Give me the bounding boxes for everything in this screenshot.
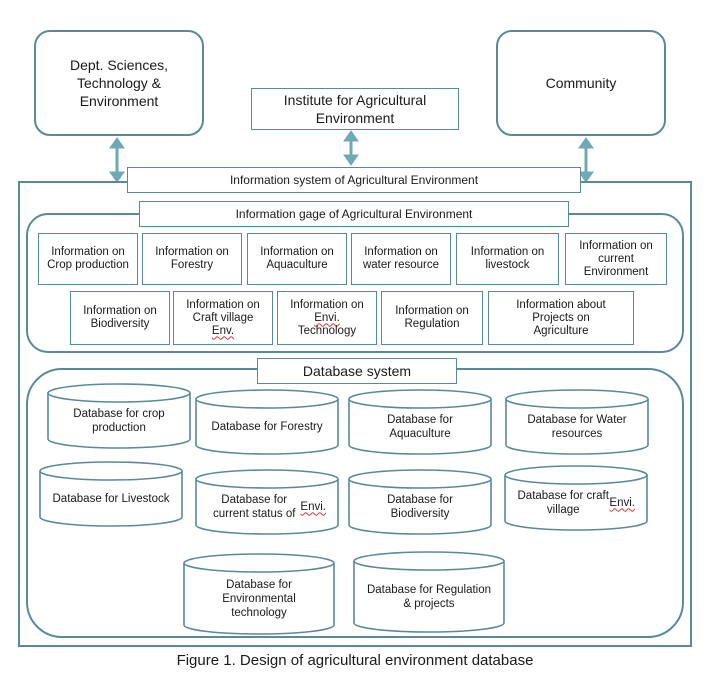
db-current-status-envi-word: Envi. — [300, 500, 326, 513]
db-crop-production-label: Database for crop production — [48, 402, 190, 439]
info-livestock: Information on livestock — [456, 233, 559, 285]
db-forestry-shape — [195, 389, 339, 455]
db-biodiversity-text: Database for Biodiversity — [387, 493, 453, 520]
info-forestry: Information on Forestry — [142, 233, 242, 285]
db-environmental-technology-top — [183, 553, 335, 573]
institute-arrow — [343, 130, 359, 166]
db-current-status-top — [195, 469, 339, 489]
db-aquaculture-body — [348, 399, 492, 455]
db-aquaculture-shape — [348, 389, 492, 455]
db-environmental-technology-body — [183, 563, 335, 635]
db-livestock-body — [39, 471, 183, 527]
information-system-label: Information system of Agricultural Envir… — [229, 173, 479, 187]
dept-box: Dept. Sciences, Technology & Environment — [34, 30, 204, 136]
db-craft-village-envi-word: Envi. — [609, 496, 635, 509]
info-aquaculture: Information on Aquaculture — [247, 233, 347, 285]
db-regulation-projects-label: Database for Regulation & projects — [354, 570, 504, 623]
info-current-environment: Information on current Environment — [565, 233, 667, 285]
info-regulation: Information on Regulation — [381, 291, 483, 345]
db-environmental-technology-shape — [183, 553, 335, 635]
db-aquaculture-top — [348, 389, 492, 409]
db-current-status-shape — [195, 469, 339, 535]
db-regulation-projects-body — [353, 561, 505, 633]
db-biodiversity-shape — [348, 469, 492, 535]
db-livestock-shape — [39, 461, 183, 527]
info-craft-env-word: Env. — [211, 324, 235, 337]
db-aquaculture-label: Database for Aquaculture — [349, 408, 491, 445]
db-livestock-top — [39, 461, 183, 481]
db-environmental-technology-text: Database for Environmental technology — [222, 578, 296, 619]
db-craft-village-text: Database for craft village — [517, 489, 609, 516]
community-label: Community — [545, 75, 617, 91]
db-forestry: Database for Forestry — [195, 389, 339, 455]
db-forestry-text: Database for Forestry — [211, 420, 323, 433]
info-envi-technology: Information on Envi. Technology — [277, 291, 377, 345]
db-current-status: Database for current status of Envi. — [195, 469, 339, 535]
db-environmental-technology: Database for Environmental technology — [183, 553, 335, 635]
db-water-resources-body — [505, 399, 649, 455]
db-environmental-technology-label: Database for Environmental technology — [184, 572, 334, 625]
db-biodiversity-label: Database for Biodiversity — [349, 488, 491, 525]
db-water-resources-label: Database for Water resources — [506, 408, 648, 445]
db-forestry-body — [195, 399, 339, 455]
db-craft-village-top — [504, 465, 648, 485]
information-gage-label: Information gage of Agricultural Environ… — [235, 207, 473, 221]
figure-caption: Figure 1. Design of agricultural environ… — [176, 652, 534, 669]
db-water-resources-top — [505, 389, 649, 409]
database-system-label: Database system — [302, 363, 412, 379]
db-forestry-label: Database for Forestry — [196, 408, 338, 445]
db-regulation-projects-shape — [353, 551, 505, 633]
information-system-bar: Information system of Agricultural Envir… — [127, 167, 581, 193]
community-box: Community — [496, 30, 666, 136]
dept-arrow — [109, 137, 125, 183]
db-current-status-body — [195, 479, 339, 535]
db-current-status-label: Database for current status of Envi. — [196, 488, 338, 525]
db-livestock: Database for Livestock — [39, 461, 183, 527]
db-crop-production-text: Database for crop production — [73, 407, 165, 434]
info-crop-production: Information on Crop production — [38, 233, 138, 285]
db-water-resources-shape — [505, 389, 649, 455]
db-craft-village-body — [504, 475, 648, 531]
db-regulation-projects: Database for Regulation & projects — [353, 551, 505, 633]
info-craft-village: Information on Craft village Env. — [173, 291, 273, 345]
db-water-resources-text: Database for Water resources — [527, 413, 627, 440]
db-livestock-label: Database for Livestock — [40, 480, 182, 517]
info-biodiversity: Information on Biodiversity — [70, 291, 170, 345]
db-biodiversity-top — [348, 469, 492, 489]
db-current-status-text: Database for current status of — [212, 493, 296, 520]
db-forestry-top — [195, 389, 339, 409]
info-envi-word: Envi. — [314, 311, 340, 324]
db-aquaculture-text: Database for Aquaculture — [387, 413, 453, 440]
db-crop-production-shape — [47, 383, 191, 449]
info-technology-word: Technology — [297, 324, 357, 337]
db-craft-village-label: Database for craft village Envi. — [505, 484, 647, 521]
information-gage-header: Information gage of Agricultural Environ… — [139, 201, 569, 227]
db-crop-production: Database for crop production — [47, 383, 191, 449]
info-projects-agriculture: Information about Projects on Agricultur… — [488, 291, 634, 345]
community-arrow — [578, 137, 594, 183]
db-biodiversity-body — [348, 479, 492, 535]
db-livestock-text: Database for Livestock — [52, 492, 170, 505]
db-aquaculture: Database for Aquaculture — [348, 389, 492, 455]
institute-box: Institute for Agricultural Environment — [251, 88, 459, 130]
institute-label: Institute for Agricultural Environment — [283, 92, 427, 126]
db-regulation-projects-top — [353, 551, 505, 571]
db-crop-production-body — [47, 393, 191, 449]
db-craft-village: Database for craft village Envi. — [504, 465, 648, 531]
db-crop-production-top — [47, 383, 191, 403]
db-biodiversity: Database for Biodiversity — [348, 469, 492, 535]
database-system-header: Database system — [257, 358, 457, 384]
dept-label: Dept. Sciences, Technology & Environment — [69, 57, 169, 109]
connector-arrows — [109, 130, 594, 183]
info-water-resource: Information on water resource — [351, 233, 451, 285]
db-regulation-projects-text: Database for Regulation & projects — [366, 583, 492, 610]
db-water-resources: Database for Water resources — [505, 389, 649, 455]
db-craft-village-shape — [504, 465, 648, 531]
